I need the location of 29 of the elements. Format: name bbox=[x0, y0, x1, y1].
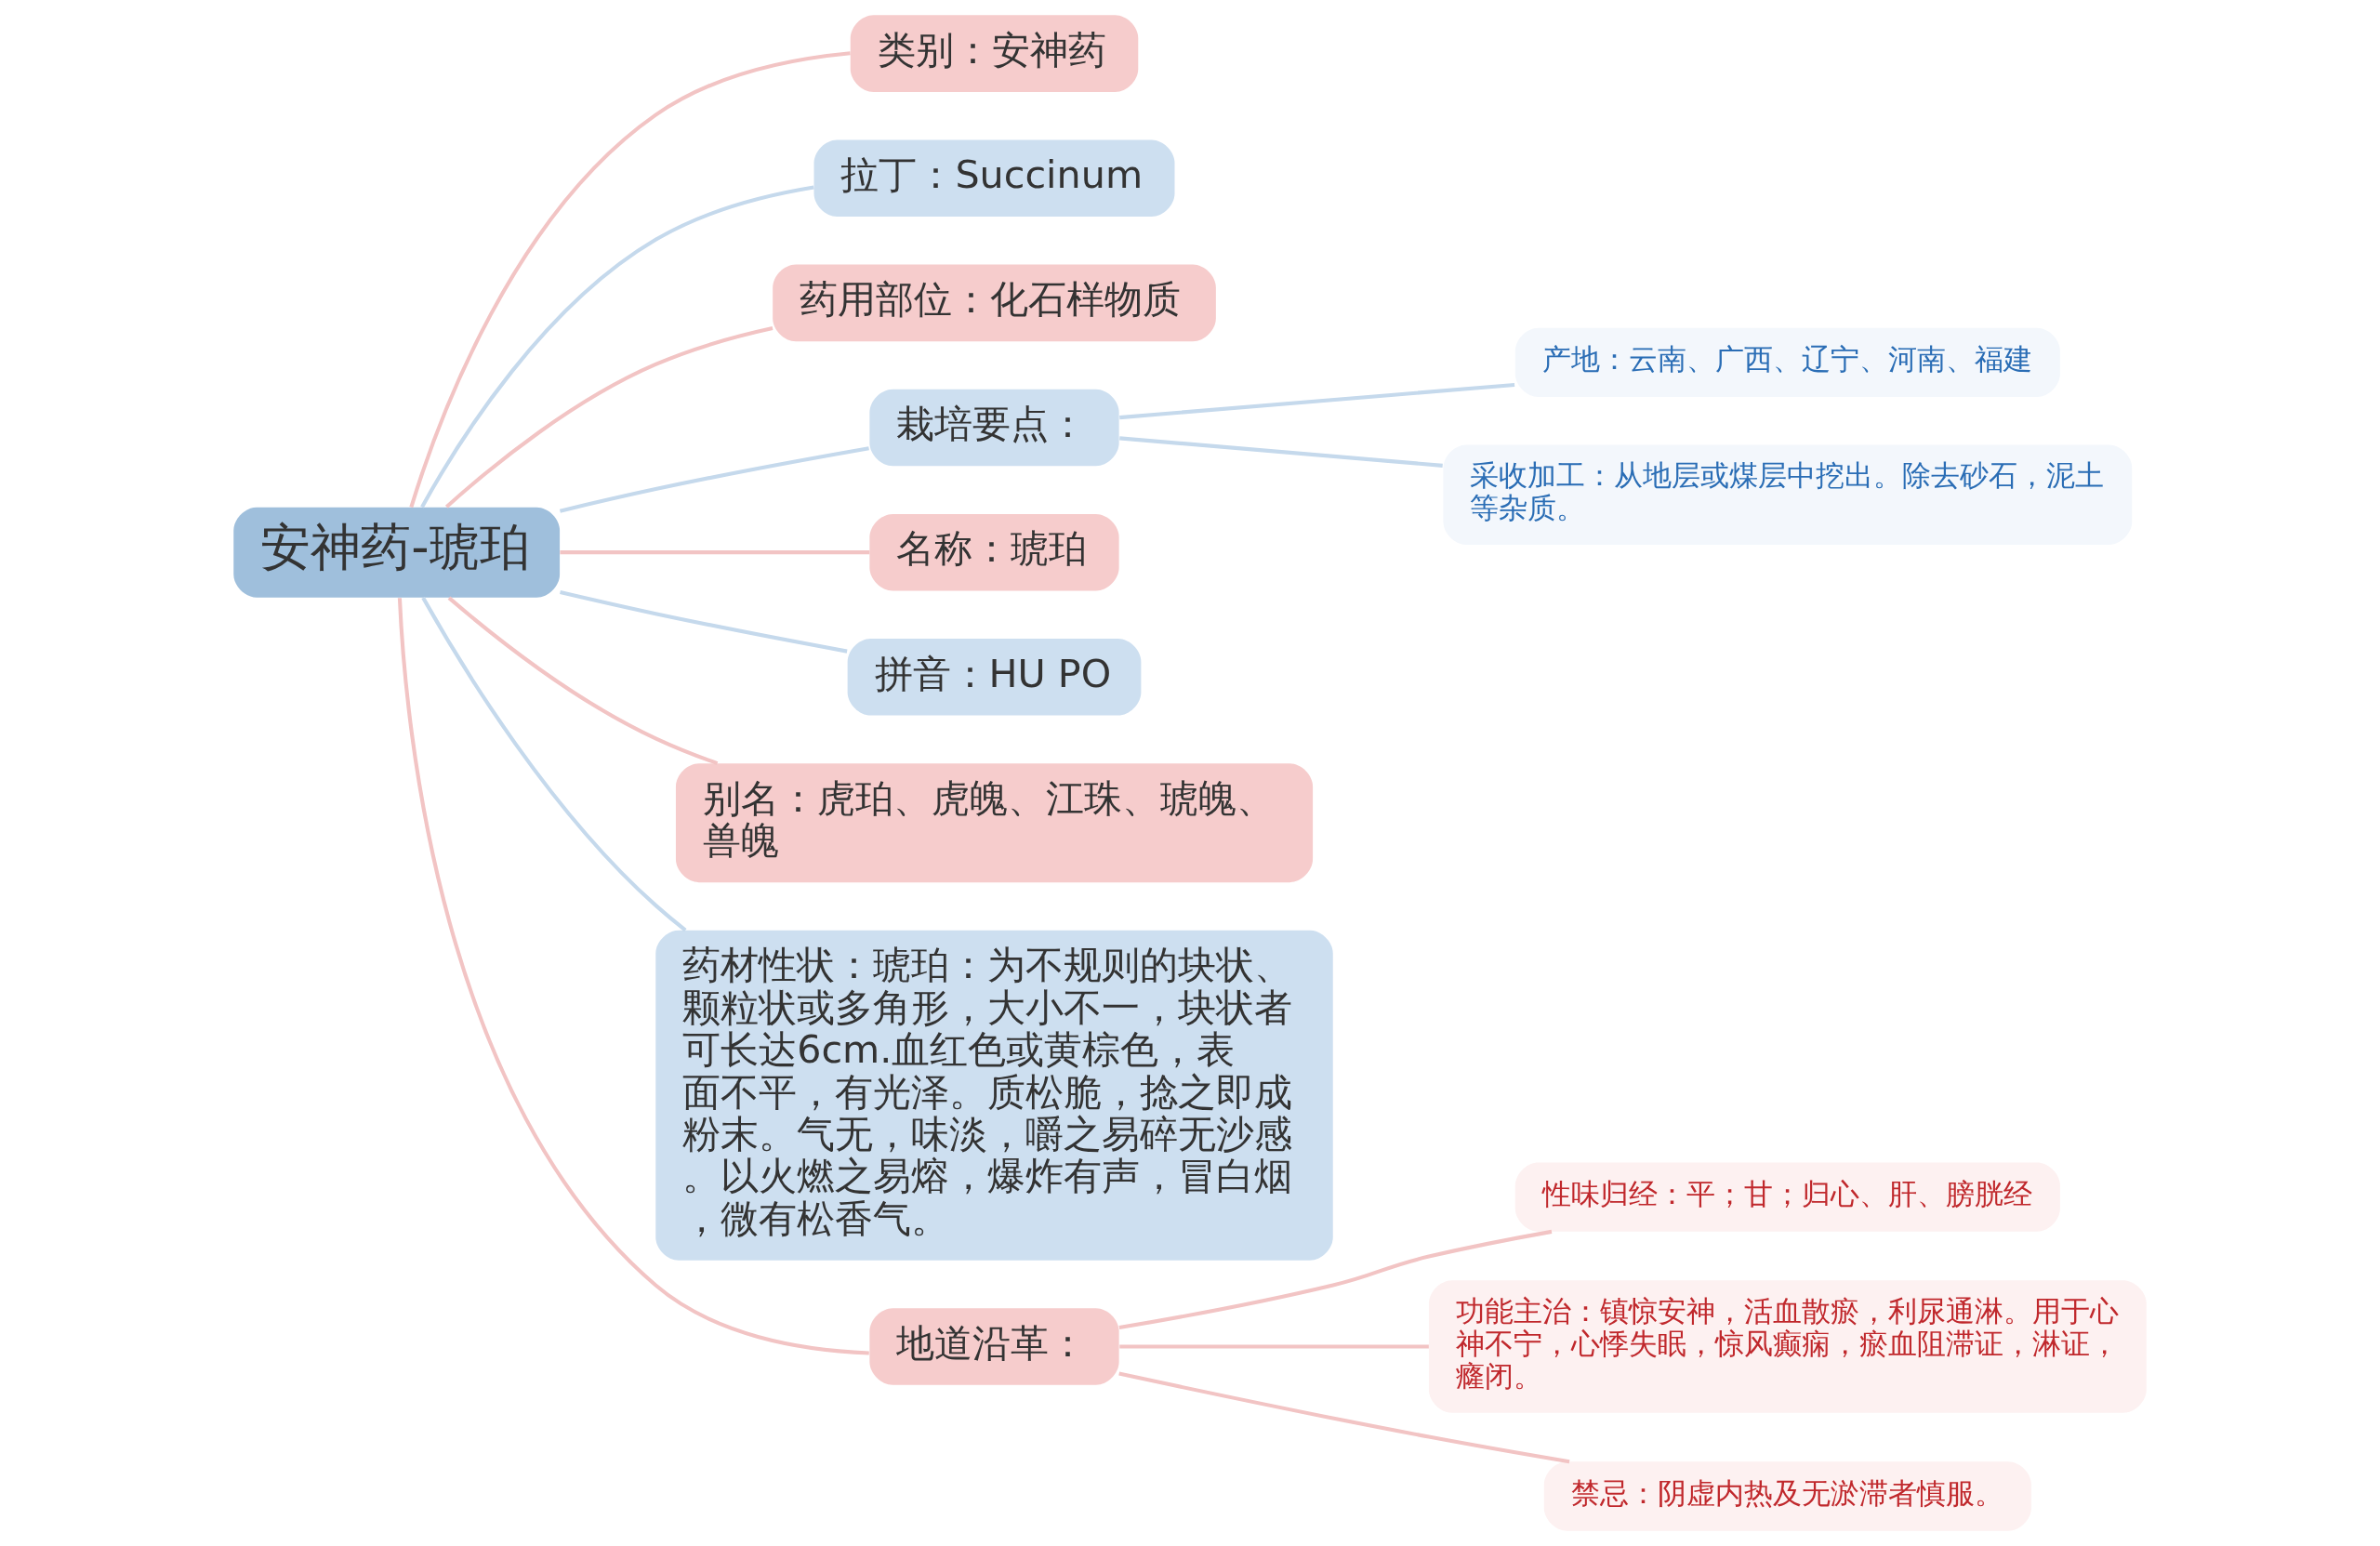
node-box: 栽培要点： bbox=[869, 389, 1119, 467]
connector bbox=[560, 590, 848, 654]
node-box: 禁忌：阴虚内热及无淤滞者慎服。 bbox=[1543, 1461, 2031, 1531]
connector bbox=[1119, 1344, 1429, 1349]
node-box: 性味归经：平；甘；归心、肝、膀胱经 bbox=[1514, 1162, 2060, 1232]
node-box: 采收加工：从地层或煤层中挖出。除去砂石，泥土等杂质。 bbox=[1443, 444, 2133, 545]
connector bbox=[421, 597, 687, 932]
node-box: 安神药-琥珀 bbox=[233, 507, 561, 598]
node-box: 别名：虎珀、虎魄、江珠、琥魄、兽魄 bbox=[675, 763, 1314, 883]
node-box: 拼音：HU PO bbox=[847, 639, 1142, 716]
node-box: 类别：安神药 bbox=[850, 15, 1139, 92]
connector bbox=[420, 185, 814, 509]
node-box: 名称：琥珀 bbox=[869, 513, 1119, 591]
connector bbox=[560, 550, 870, 555]
connector bbox=[1119, 436, 1443, 468]
connector bbox=[444, 326, 774, 509]
node-box: 功能主治：镇惊安神，活血散瘀，利尿通淋。用于心神不宁，心悸失眠，惊风癫痫，瘀血阻滞证，淋证，癃闭。 bbox=[1428, 1280, 2147, 1413]
node-box: 药用部位：化石样物质 bbox=[773, 264, 1216, 342]
connector bbox=[1119, 382, 1515, 420]
connector bbox=[397, 598, 869, 1355]
node-box: 拉丁：Succinum bbox=[813, 139, 1175, 218]
node-box: 地道沿革： bbox=[869, 1308, 1119, 1385]
connector bbox=[447, 596, 719, 766]
node-box: 产地：云南、广西、辽宁、河南、福建 bbox=[1514, 327, 2060, 397]
node-box: 药材性状：琥珀：为不规则的块状、颗粒状或多角形，大小不一，块状者可长达6cm.血红色或黄棕色，表面不平，有光泽。质松脆，捻之即成粉末。气无，味淡，嚼之易碎无沙感。以火燃之易熔，爆炸有声，冒白烟，微有松香气。 bbox=[655, 930, 1333, 1261]
connector bbox=[1118, 1371, 1570, 1464]
connector bbox=[559, 446, 869, 513]
connector bbox=[409, 51, 851, 509]
connector bbox=[1118, 1229, 1553, 1330]
